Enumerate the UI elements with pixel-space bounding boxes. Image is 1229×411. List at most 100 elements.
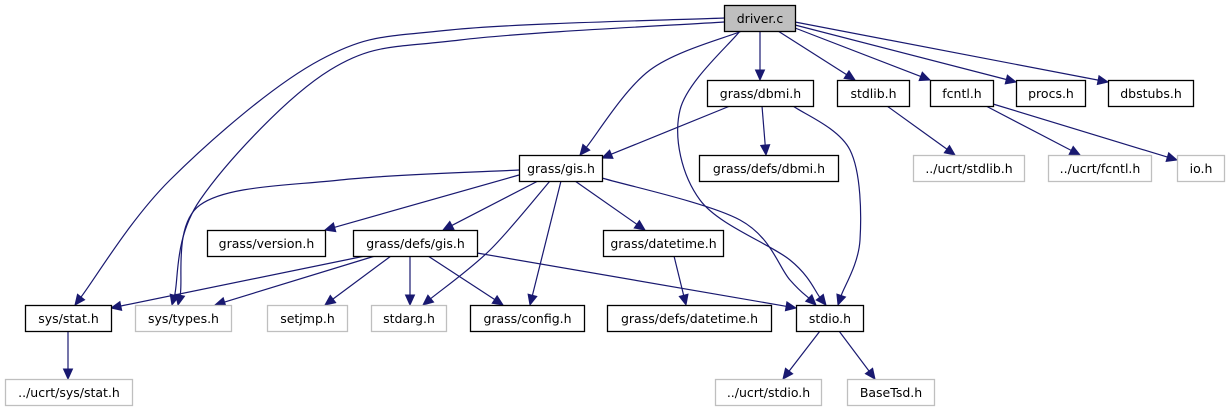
node-box	[1015, 79, 1087, 108]
node-stdio-h[interactable]: stdio.h	[795, 304, 865, 333]
node-sys-types-h: sys/types.h	[134, 304, 233, 333]
node-label: sys/stat.h	[38, 311, 99, 326]
edge-grass_defs_gis_h-to-sys_stat_h	[109, 255, 366, 312]
edge-line	[992, 103, 1168, 158]
node-grass-config-h[interactable]: grass/config.h	[469, 304, 586, 333]
node-label: fcntl.h	[942, 86, 981, 101]
node-sys-stat-h[interactable]: sys/stat.h	[24, 304, 113, 333]
arrowhead-icon	[74, 293, 86, 306]
node-label: ../ucrt/fcntl.h	[1060, 161, 1141, 176]
edge-grass_datetime_h-to-grass_defs_datetime_h	[673, 255, 689, 307]
edge-line	[792, 105, 862, 296]
node-box	[602, 229, 725, 258]
edge-driver_c-to-stdlib_h	[777, 30, 857, 81]
node-grass-gis-h[interactable]: grass/gis.h	[518, 154, 604, 183]
arrowhead-icon	[175, 293, 186, 307]
node-label: BaseTsd.h	[860, 385, 922, 400]
edge-grass_gis_h-to-sys_types_h	[175, 169, 520, 307]
node-label: ../ucrt/stdio.h	[727, 385, 810, 400]
node-grass-defs-gis-h[interactable]: grass/defs/gis.h	[352, 229, 479, 258]
node-box	[714, 378, 823, 407]
arrowhead-icon	[918, 71, 932, 82]
edge-line	[574, 180, 638, 225]
node-box	[698, 154, 840, 183]
edge-grass_defs_gis_h-to-stdio_h	[476, 252, 798, 312]
node-driver-c[interactable]: driver.c	[723, 4, 797, 33]
node-label: driver.c	[737, 11, 784, 26]
edge-driver_c-to-sys_types_h	[169, 21, 725, 307]
edge-grass_gis_h-to-grass_config_h	[527, 180, 562, 307]
edge-grass_dbmi_h-to-stdio_h	[792, 105, 862, 307]
node-box	[469, 304, 586, 333]
edge-line	[761, 105, 766, 146]
arrowhead-icon	[633, 219, 646, 231]
node-label: ../ucrt/stdlib.h	[925, 161, 1012, 176]
edge-grass_gis_h-to-stdarg_h	[422, 180, 551, 306]
node-dbstubs-h[interactable]: dbstubs.h	[1107, 79, 1195, 108]
edge-grass_gis_h-to-grass_datetime_h	[574, 180, 646, 231]
edge-line	[179, 169, 520, 296]
node-label: grass/defs/gis.h	[366, 236, 465, 251]
node-box	[836, 79, 911, 108]
node-setjmp-h: setjmp.h	[266, 304, 349, 333]
node-grass-version-h[interactable]: grass/version.h	[206, 229, 327, 258]
edge-line	[788, 330, 821, 372]
arrowhead-icon	[943, 144, 956, 156]
node-label: ../ucrt/sys/stat.h	[18, 385, 120, 400]
edge-driver_c-to-fcntl_h	[794, 27, 932, 82]
edge-line	[673, 255, 685, 296]
node-fcntl-h[interactable]: fcntl.h	[929, 79, 995, 108]
edge-line	[451, 180, 539, 226]
node-procs-h[interactable]: procs.h	[1015, 79, 1087, 108]
node-stdlib-h[interactable]: stdlib.h	[836, 79, 911, 108]
node-box	[929, 79, 995, 108]
edge-line	[120, 255, 366, 307]
node-ucrt-sys-stat-h: ../ucrt/sys/stat.h	[4, 378, 134, 407]
node-box	[1107, 79, 1195, 108]
arrowhead-icon	[759, 144, 771, 157]
edge-grass_defs_gis_h-to-sys_types_h	[213, 255, 376, 307]
node-grass-datetime-h[interactable]: grass/datetime.h	[602, 229, 725, 258]
edge-grass_gis_h-to-grass_defs_gis_h	[441, 180, 539, 231]
node-ucrt-stdlib-h: ../ucrt/stdlib.h	[912, 154, 1026, 183]
node-box	[24, 304, 113, 333]
arrowhead-icon	[491, 294, 505, 306]
edge-line	[224, 255, 376, 303]
edge-stdio_h-to-basetsd_h	[838, 330, 876, 380]
node-box	[518, 154, 604, 183]
arrowhead-icon	[323, 222, 337, 233]
node-grass-dbmi-h[interactable]: grass/dbmi.h	[706, 79, 815, 108]
edge-grass_defs_gis_h-to-setjmp_h	[324, 255, 392, 306]
node-label: grass/version.h	[219, 236, 315, 251]
edge-line	[794, 24, 1007, 81]
edge-grass_dbmi_h-to-grass_gis_h	[600, 105, 731, 159]
node-stdarg-h: stdarg.h	[370, 304, 448, 333]
arrowhead-icon	[836, 293, 847, 307]
edge-line	[430, 180, 551, 300]
edge-stdio_h-to-ucrt_stdio_h	[782, 330, 821, 380]
node-box	[912, 154, 1026, 183]
edge-line	[611, 105, 731, 155]
node-label: grass/datetime.h	[610, 236, 716, 251]
edge-fcntl_h-to-io_h	[992, 103, 1179, 162]
arrowhead-icon	[109, 300, 123, 312]
node-label: procs.h	[1028, 86, 1074, 101]
node-box	[370, 304, 448, 333]
node-box	[795, 304, 865, 333]
edge-line	[476, 252, 787, 307]
node-grass-defs-datetime-h[interactable]: grass/defs/datetime.h	[606, 304, 773, 333]
edge-driver_c-to-grass_dbmi_h	[754, 31, 766, 82]
arrowhead-icon	[1165, 151, 1179, 162]
edge-line	[601, 177, 810, 299]
arrowhead-icon	[864, 367, 876, 380]
arrowhead-icon	[804, 293, 817, 306]
edge-grass_dbmi_h-to-grass_defs_dbmi_h	[759, 105, 771, 157]
node-label: grass/gis.h	[527, 161, 595, 176]
edge-line	[777, 30, 847, 76]
node-label: grass/config.h	[483, 311, 571, 326]
node-grass-defs-dbmi-h[interactable]: grass/defs/dbmi.h	[698, 154, 840, 183]
edge-sys_stat_h-to-ucrt_sys_stat_h	[62, 331, 74, 381]
edge-driver_c-to-stdio_h	[677, 30, 827, 306]
edge-driver_c-to-dbstubs_h	[794, 21, 1110, 86]
edge-line	[173, 21, 725, 296]
